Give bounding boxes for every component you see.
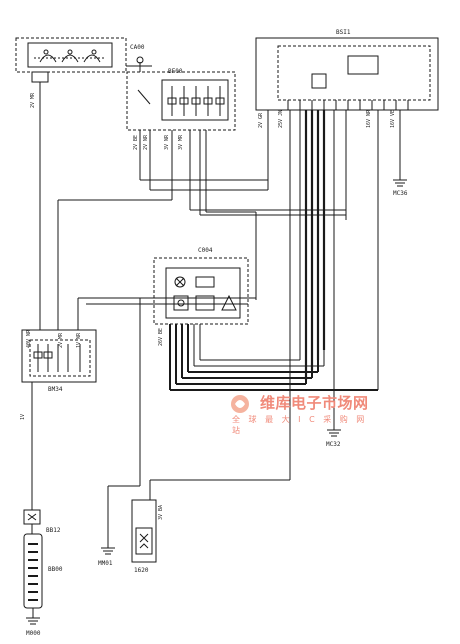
bm34-label: BM34 xyxy=(48,386,63,393)
bb00-label: BB00 xyxy=(48,566,63,573)
bsi-pin-label-4: 16V VE xyxy=(390,109,396,128)
bf-pin-label-2: 2V NR xyxy=(143,134,149,150)
mc36-ground xyxy=(393,170,407,187)
bm34-pin-label-3: 1V NR xyxy=(76,332,82,348)
bsi-pin-label-2: 25V JN xyxy=(278,109,284,128)
c1620-pin-label: 3V BA xyxy=(158,504,164,520)
watermark: 维库电子市场网 全 球 最 大 I C 采 购 网 站 xyxy=(232,392,372,435)
m000-ground xyxy=(26,617,40,625)
bm34-pin-label-1: 40V NR xyxy=(26,329,32,348)
bsi-pin-label-3: 16V NR xyxy=(366,109,372,128)
bm34-module xyxy=(21,329,97,500)
mc32-ground xyxy=(327,420,341,437)
c004-label: C004 xyxy=(198,247,213,254)
ca00-switch xyxy=(15,37,127,330)
ca00-pin-label: 2V MR xyxy=(30,92,36,108)
bf00-fusebox xyxy=(126,71,236,212)
watermark-sub-text: 全 球 最 大 I C 采 购 网 站 xyxy=(232,415,368,435)
c1620-label: 1620 xyxy=(134,567,149,574)
bf-pin-label-1: 2V BE xyxy=(133,134,139,150)
bsi-pin-label-1: 2V GR xyxy=(258,112,264,128)
c004-pin-label: 26V BE xyxy=(158,327,164,346)
watermark-main-text: 维库电子市场网 xyxy=(260,394,369,412)
bsi1-module xyxy=(255,37,439,111)
mm01-ground xyxy=(101,547,115,555)
c004-module xyxy=(153,257,378,391)
bf-pin-label-4: 3V MR xyxy=(178,134,184,150)
bb12-block xyxy=(23,500,41,534)
bb00-battery xyxy=(23,533,43,618)
ca00-label: CA00 xyxy=(130,44,145,51)
watermark-logo xyxy=(231,395,249,413)
c1620-unit xyxy=(107,298,290,563)
bf-pin-label-3: 3V NR xyxy=(164,134,170,150)
bb12-label: BB12 xyxy=(46,527,61,534)
bsi1-label: BSI1 xyxy=(336,29,351,36)
bf00-label: BF00 xyxy=(168,68,183,75)
ca00-connector xyxy=(126,56,152,72)
mc32-label: MC32 xyxy=(326,441,341,448)
mc36-label: MC36 xyxy=(393,190,408,197)
harness-lines xyxy=(57,150,347,330)
m000-label: M000 xyxy=(26,630,41,637)
bsi1-wires xyxy=(267,110,401,480)
bm34-pin-label-2: 2V MR xyxy=(58,332,64,348)
mm01-label: MM01 xyxy=(98,560,113,567)
bb12-pin-label: 1V xyxy=(20,413,26,420)
